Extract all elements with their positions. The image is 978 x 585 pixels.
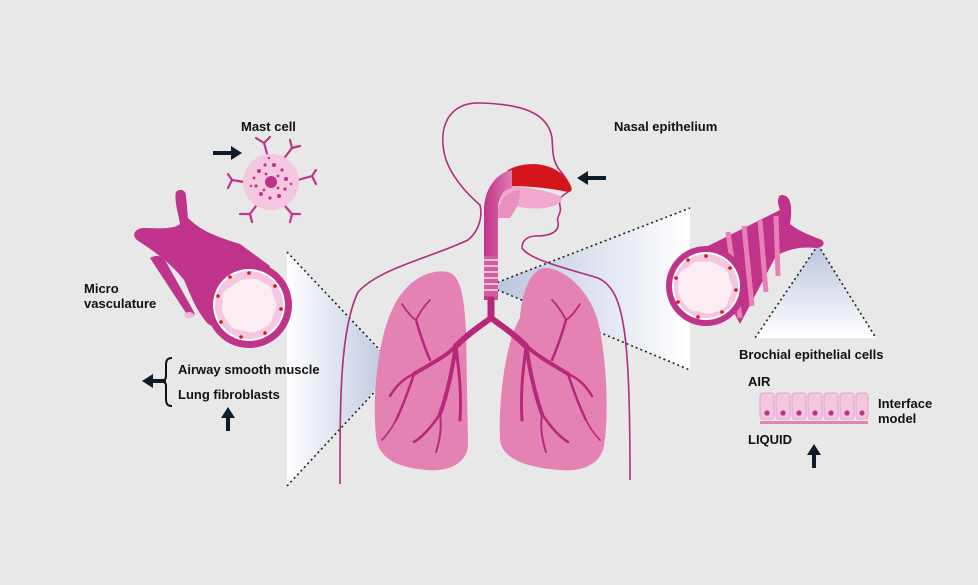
interface-model-up-arrow [807,444,821,468]
mast-cell-arrow [213,146,242,160]
liquid-label: LIQUID [748,432,793,447]
magnification-beam-left [286,251,396,487]
lung-fibroblasts-label: Lung fibroblasts [178,387,280,402]
micro-vasculature-vessel [134,189,292,348]
right-lung [499,267,607,471]
air-label: AIR [748,374,771,389]
micro-vasculature-label: Micro vasculature [84,281,157,311]
arrows [142,146,821,468]
mast-cell [226,135,318,224]
bracket-left-arrow [142,374,166,388]
bronchial-epithelial-cells-label: Brochial epithelial cells [739,347,884,362]
air-liquid-interface-cells [759,392,869,424]
human-silhouette [339,102,631,485]
trachea [484,170,520,300]
magnification-beam-cells [754,244,877,339]
mast-cell-label: Mast cell [241,119,296,134]
airway-smooth-muscle-label: Airway smooth muscle [178,362,320,377]
magnification-beam-right [487,207,691,371]
lung-fibroblasts-up-arrow [221,407,235,431]
nasal-epithelium-label: Nasal epithelium [614,119,718,134]
bronchial-tree [381,296,601,453]
bronchus-vessel [666,194,824,326]
nasal-epithelium-arrow [577,171,606,185]
interface-model-label: Interface model [878,396,933,426]
lungs [374,267,607,471]
